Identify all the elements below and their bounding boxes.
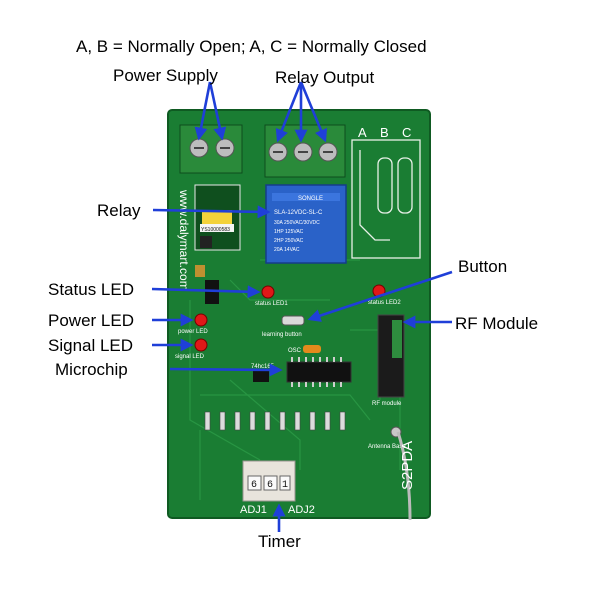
- silk-adj2: ADJ2: [288, 504, 315, 516]
- arrow-microchip: [169, 363, 283, 377]
- arrow-relay-out-c: [299, 81, 328, 143]
- relay-model: SLA-12VDC-SL-C: [274, 210, 323, 216]
- header-legend: A, B = Normally Open; A, C = Normally Cl…: [76, 37, 427, 56]
- switch-digit-1: 6: [251, 480, 257, 491]
- label-status-led: Status LED: [48, 280, 134, 299]
- label-timer: Timer: [258, 532, 301, 551]
- silk-74hc165: 74hc165: [251, 364, 275, 370]
- silk-rf-module: RF module: [372, 401, 402, 407]
- silk-model: S2PDA: [399, 441, 416, 490]
- relay-rating-3: 2HP 250VAC: [274, 238, 304, 244]
- label-power-led: Power LED: [48, 311, 134, 330]
- arrow-button: [307, 270, 453, 322]
- silk-osc: OSC: [288, 348, 302, 354]
- abc-b: B: [380, 125, 389, 140]
- abc-contact-outline: [351, 139, 421, 259]
- capacitor: [205, 280, 219, 304]
- resistor-row: [204, 411, 346, 431]
- microchip-body: [286, 357, 352, 387]
- silk-status-led2: status LED2: [368, 300, 401, 306]
- silk-status-led1: status LED1: [255, 301, 288, 307]
- chip-socket-small: [253, 370, 269, 382]
- relay-brand: SONGLE: [298, 196, 323, 202]
- arrow-power-2: [208, 81, 227, 141]
- label-signal-led: Signal LED: [48, 336, 134, 355]
- power-terminal-block: [179, 124, 243, 174]
- label-power-supply: Power Supply: [113, 66, 218, 85]
- timer-dip-switch: [242, 460, 296, 502]
- switch-digit-2: 6: [267, 480, 273, 491]
- label-microchip: Microchip: [55, 360, 128, 379]
- arrow-power-1: [194, 81, 212, 141]
- relay-rating-4: 20A 14VAC: [274, 247, 300, 253]
- callout-arrows: [151, 81, 453, 532]
- label-relay-output: Relay Output: [275, 68, 375, 87]
- relay-component: [265, 184, 347, 264]
- relay-rating-2: 1HP 125VAC: [274, 229, 304, 235]
- learning-button: [281, 315, 305, 326]
- power-led: [194, 313, 208, 327]
- silk-learning-button: learning button: [262, 332, 302, 338]
- arrow-status-led: [151, 285, 261, 299]
- silk-signal-led: signal LED: [175, 354, 205, 360]
- label-button: Button: [458, 257, 508, 276]
- label-relay: Relay: [97, 201, 141, 220]
- silk-power-led: power LED: [178, 329, 208, 335]
- capacitor: [195, 265, 205, 277]
- rf-module-header: [377, 314, 405, 398]
- antenna-wire: [396, 431, 412, 521]
- abc-c: C: [402, 125, 411, 140]
- silk-antenna-base: Antenna Base: [368, 444, 406, 450]
- switch-digit-3: 1: [282, 480, 288, 491]
- relay-rating-1: 30A 250VAC/30VDC: [274, 220, 320, 226]
- relay-output-terminal-block: [264, 124, 346, 178]
- status-led-1: [261, 285, 275, 299]
- silk-adj1: ADJ1: [240, 504, 267, 516]
- label-rf-module: RF Module: [455, 314, 539, 333]
- abc-a: A: [358, 125, 367, 140]
- silk-website: www.dalymart.com: [177, 189, 191, 291]
- arrow-relay-out-a: [275, 81, 303, 143]
- oscillator: [303, 345, 321, 353]
- power-module: [194, 184, 241, 251]
- signal-led: [194, 338, 208, 352]
- arrow-relay: [152, 205, 271, 219]
- power-module-code: YS10000583: [201, 227, 230, 233]
